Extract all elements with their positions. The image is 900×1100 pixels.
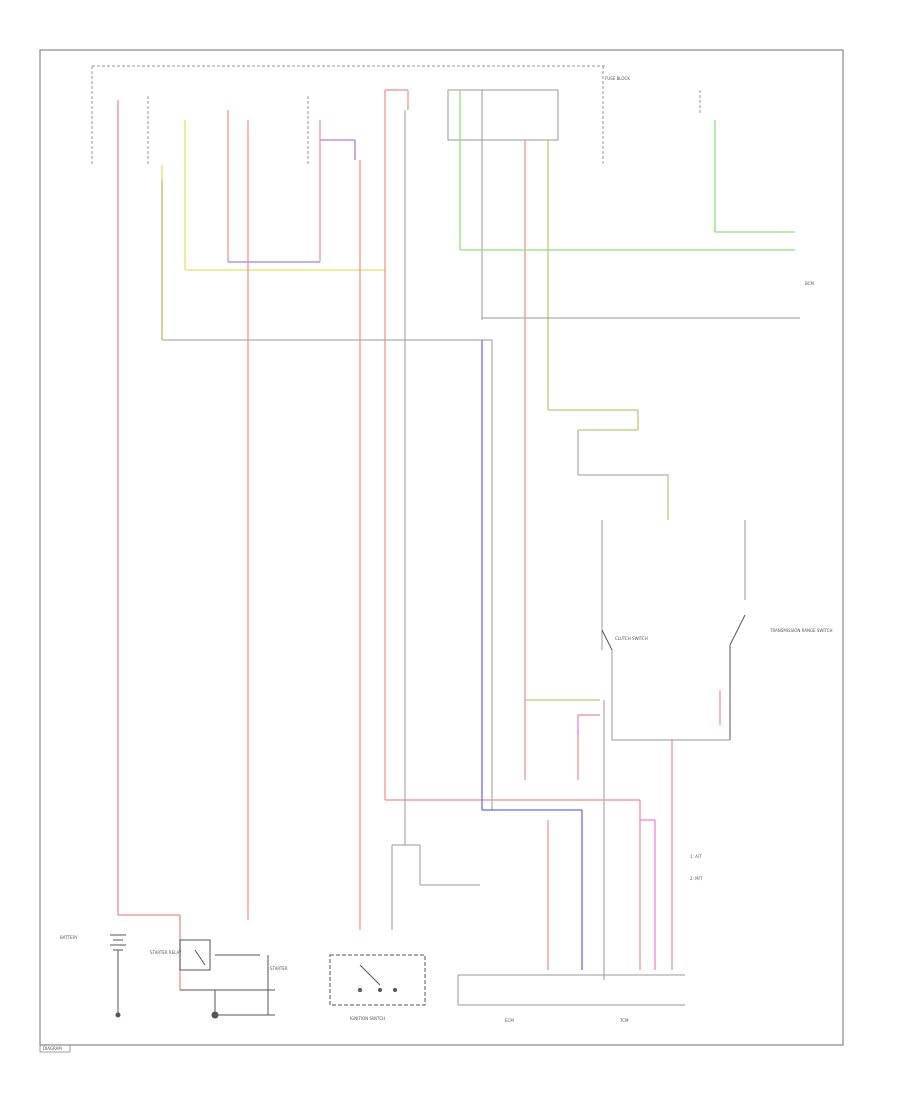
diagram-code-tab [39, 1044, 71, 1053]
wire-green [459, 90, 795, 251]
starter-label: STARTER [270, 966, 288, 971]
clutch-switch-label: CLUTCH SWITCH [615, 636, 648, 641]
wire-olive [161, 140, 669, 701]
diagram-frame [39, 49, 844, 1046]
wire-blue [481, 340, 583, 970]
ignition-switch-symbol [329, 954, 426, 1006]
wire-red-secondary [227, 89, 721, 970]
wire-yellow [161, 120, 385, 340]
fuse-block-outline [91, 65, 701, 165]
starter-relay-label: STARTER RELAY [150, 950, 182, 955]
bcm-label: BCM [805, 281, 814, 286]
wire-gray [162, 90, 800, 1006]
ignition-switch-label: IGNITION SWITCH [350, 1016, 385, 1021]
tcm-label: TCM [619, 1018, 629, 1023]
ecm-label: ECM [505, 1018, 514, 1023]
transmission-range-switch-symbol [601, 614, 746, 740]
fuse-block-label: FUSE BLOCK [605, 76, 630, 81]
transmission-range-switch-label: TRANSMISSION RANGE SWITCH [769, 628, 833, 633]
wire-pink [577, 715, 656, 970]
wire-red-main [117, 100, 181, 990]
battery-label: BATTERY [60, 935, 78, 940]
wire-purple [228, 139, 356, 263]
diagram-code: DIAGRAM [43, 1046, 62, 1051]
note-1: 1: A/T [690, 854, 702, 859]
starter-relay-symbol [179, 939, 275, 1019]
battery-symbol [110, 934, 126, 1018]
note-2: 2: M/T [690, 876, 703, 881]
